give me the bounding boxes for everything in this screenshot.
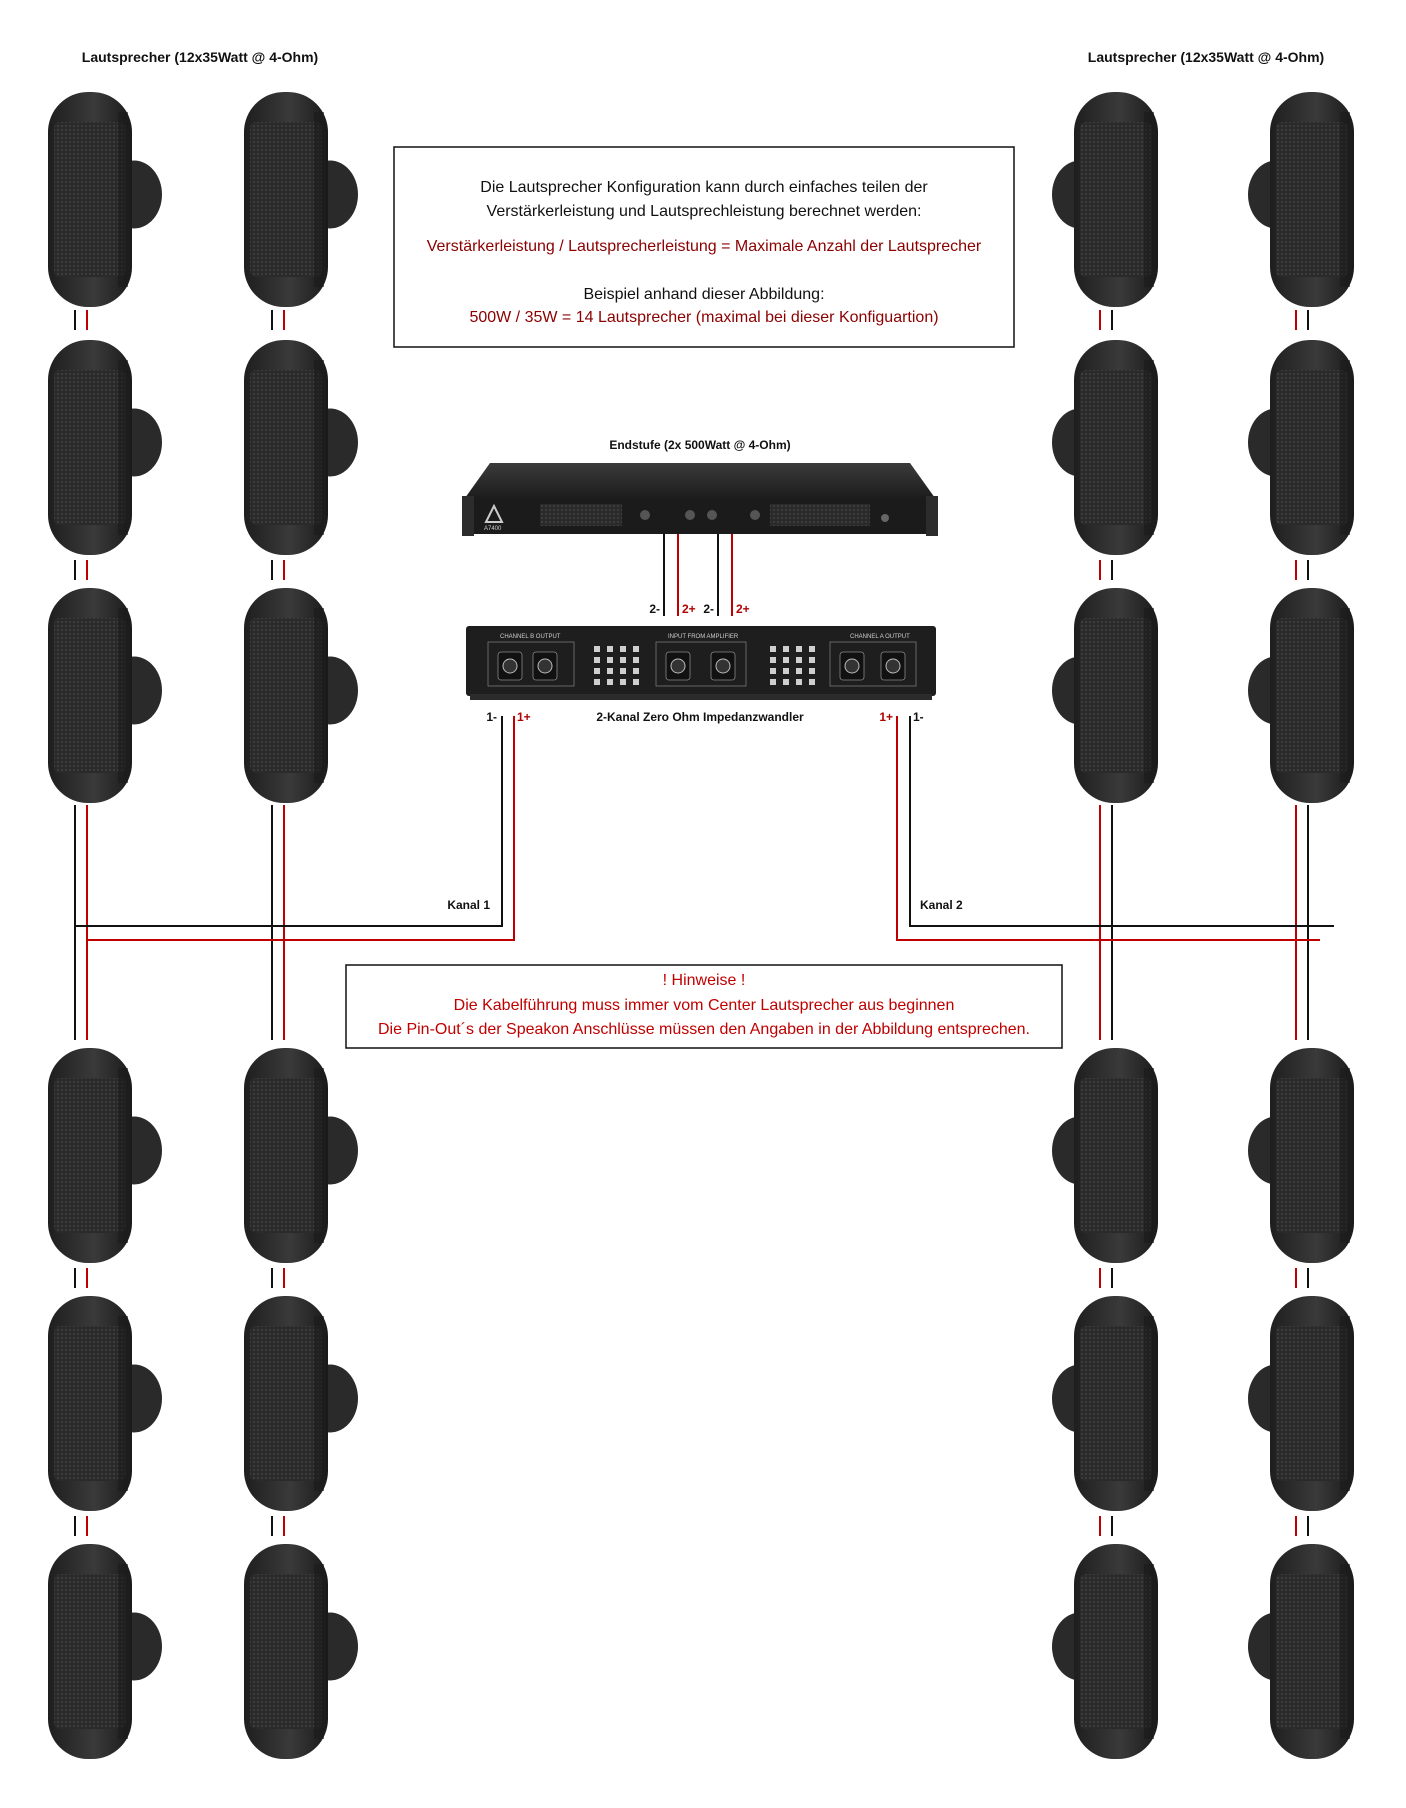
info-example-title: Beispiel anhand dieser Abbildung: (583, 286, 824, 303)
channel-1-wiring (75, 716, 515, 941)
converter-title: 2-Kanal Zero Ohm Impedanzwandler (596, 710, 804, 724)
amp-converter-wires (663, 534, 733, 616)
pin-amp-b-minus: 2- (703, 602, 714, 616)
speaker (244, 1048, 358, 1263)
speaker (1248, 1296, 1354, 1511)
info-line-1: Die Lautsprecher Konfiguration kann durc… (480, 179, 928, 196)
speaker (1052, 1048, 1158, 1263)
note-title: ! Hinweise ! (663, 972, 746, 989)
speakers-right-title: Lautsprecher (12x35Watt @ 4-Ohm) (1088, 49, 1324, 65)
speaker (1248, 588, 1354, 803)
note-box: ! Hinweise ! Die Kabelführung muss immer… (345, 964, 1063, 1049)
speaker (48, 92, 162, 307)
note-line-2: Die Pin-Out´s der Speakon Anschlüsse müs… (378, 1021, 1030, 1038)
pin-amp-a-minus: 2- (649, 602, 660, 616)
speaker (244, 1544, 358, 1759)
amplifier-title: Endstufe (2x 500Watt @ 4-Ohm) (609, 438, 790, 452)
speaker-array (48, 92, 1354, 1759)
info-example: 500W / 35W = 14 Lautsprecher (maximal be… (469, 309, 938, 326)
info-formula: Verstärkerleistung / Lautsprecherleistun… (427, 238, 982, 255)
speaker (48, 1296, 162, 1511)
speaker (1248, 92, 1354, 307)
speaker (1052, 340, 1158, 555)
speaker (1052, 588, 1158, 803)
pin-amp-b-plus: 2+ (736, 602, 750, 616)
converter-channel-a: CHANNEL A OUTPUT (850, 634, 910, 640)
speaker (244, 1296, 358, 1511)
channel-2-wiring (896, 716, 1334, 941)
amplifier-model: A7400 (484, 526, 502, 532)
speaker (1052, 92, 1158, 307)
channel-1-label: Kanal 1 (447, 898, 490, 912)
pin-ch2-minus: 1- (913, 710, 924, 724)
speaker (1248, 340, 1354, 555)
speaker (1052, 1296, 1158, 1511)
pin-ch1-plus: 1+ (517, 710, 531, 724)
speaker (1248, 1048, 1354, 1263)
info-line-2: Verstärkerleistung und Lautsprechleistun… (487, 203, 922, 220)
speaker (48, 1544, 162, 1759)
converter-device: CHANNEL B OUTPUT INPUT FROM AMPLIFIER CH… (466, 626, 936, 700)
speaker (48, 588, 162, 803)
speaker (244, 340, 358, 555)
speaker (48, 1048, 162, 1263)
brand-logo-icon (484, 503, 504, 523)
note-line-1: Die Kabelführung muss immer vom Center L… (454, 997, 955, 1014)
amplifier-device: A7400 (462, 463, 938, 536)
converter-input: INPUT FROM AMPLIFIER (668, 634, 739, 640)
pin-ch1-minus: 1- (486, 710, 497, 724)
info-box: Die Lautsprecher Konfiguration kann durc… (393, 146, 1015, 348)
speaker (1052, 1544, 1158, 1759)
speakers-left-title: Lautsprecher (12x35Watt @ 4-Ohm) (82, 49, 318, 65)
speaker (244, 92, 358, 307)
speaker (244, 588, 358, 803)
channel-2-label: Kanal 2 (920, 898, 963, 912)
pin-ch2-plus: 1+ (879, 710, 893, 724)
converter-channel-b: CHANNEL B OUTPUT (500, 634, 561, 640)
speaker (48, 340, 162, 555)
pin-amp-a-plus: 2+ (682, 602, 696, 616)
speaker (1248, 1544, 1354, 1759)
speaker-wires (74, 310, 1309, 1536)
